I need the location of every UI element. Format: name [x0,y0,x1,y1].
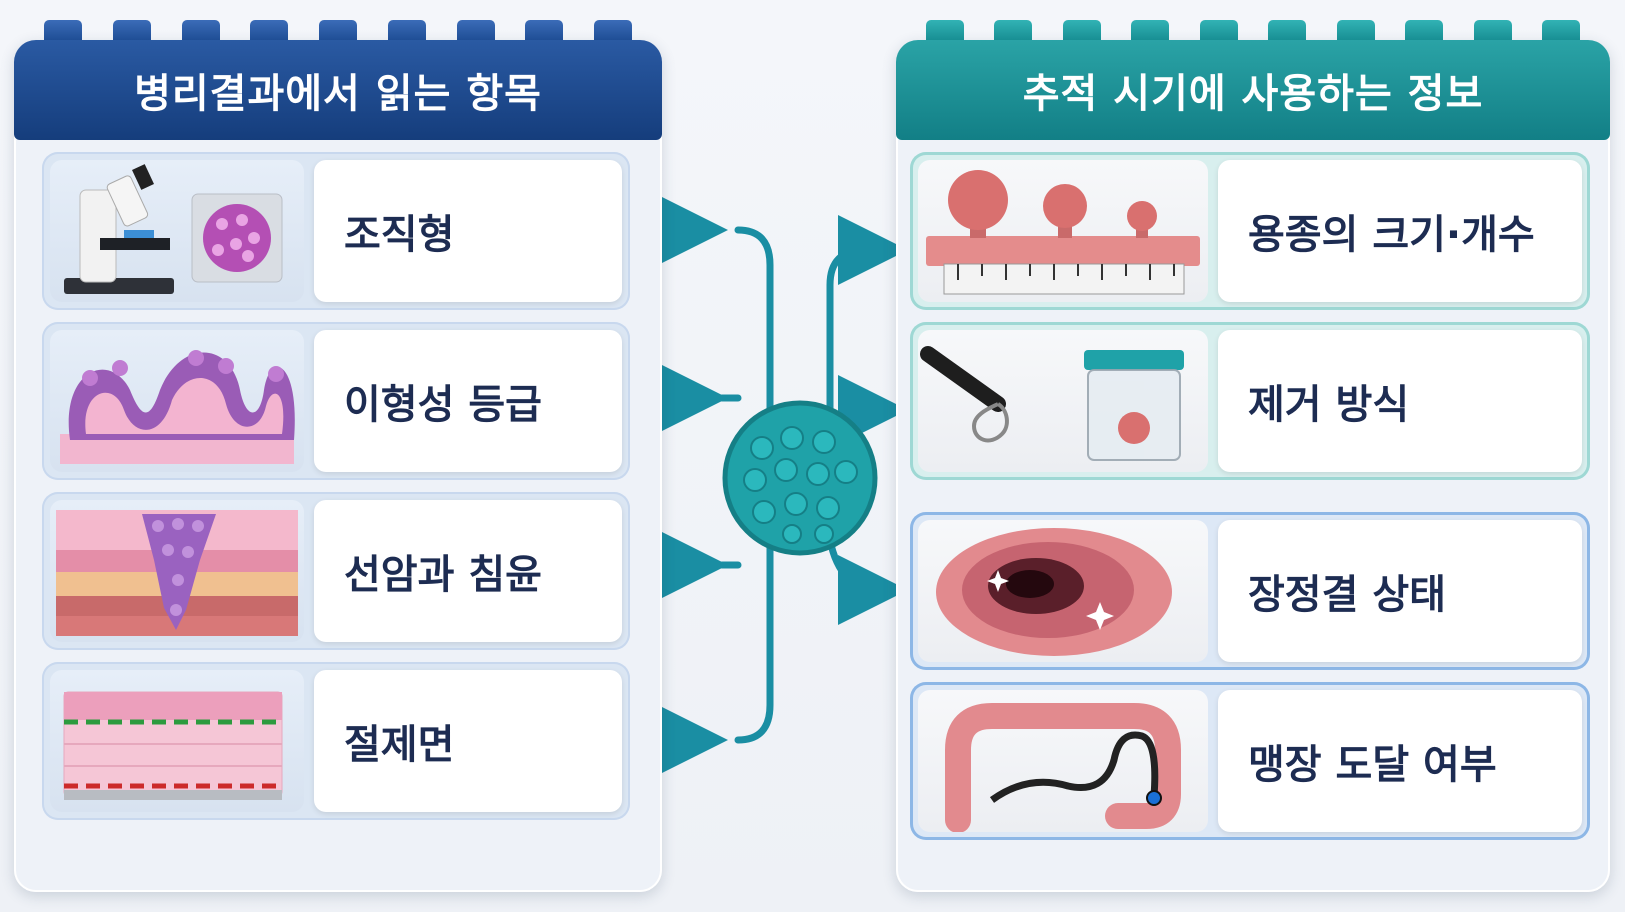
list-item: 절제면 [42,662,630,820]
list-item: 장정결 상태 [910,512,1590,670]
header-studs [926,20,1580,42]
pipe-out-bottom [826,536,908,625]
list-item: 선암과 침윤 [42,492,630,650]
microscope-icon [50,160,304,302]
item-label: 용종의 크기·개수 [1218,160,1582,302]
followup-info-panel: 추적 시기에 사용하는 정보 용종의 크기·개수 [896,20,1610,892]
pathology-items-panel: 병리결과에서 읽는 항목 조직형 [14,20,662,892]
pipe-in-bottom [734,536,774,744]
invasion-layers-icon [50,500,304,642]
item-label: 이형성 등급 [314,330,622,472]
hub-icon [722,400,878,556]
list-item: 제거 방식 [910,322,1590,480]
item-label: 맹장 도달 여부 [1218,690,1582,832]
resection-margin-icon [50,670,304,812]
item-label: 절제면 [314,670,622,812]
list-item: 이형성 등급 [42,322,630,480]
pipe-out-top [826,215,908,424]
dysplasia-tissue-icon [50,330,304,472]
list-item: 맹장 도달 여부 [910,682,1590,840]
header-studs [44,20,632,42]
snare-jar-icon [918,330,1208,472]
item-label: 제거 방식 [1218,330,1582,472]
item-label: 조직형 [314,160,622,302]
list-item: 용종의 크기·개수 [910,152,1590,310]
clean-bowel-icon [918,520,1208,662]
polyp-ruler-icon [918,160,1208,302]
pipe-in-top [734,226,774,424]
panel-title: 병리결과에서 읽는 항목 [14,40,662,140]
panel-title: 추적 시기에 사용하는 정보 [896,40,1610,140]
item-label: 선암과 침윤 [314,500,622,642]
item-label: 장정결 상태 [1218,520,1582,662]
pipe-out-mid [837,375,908,446]
list-item: 조직형 [42,152,630,310]
colon-scope-icon [918,690,1208,832]
